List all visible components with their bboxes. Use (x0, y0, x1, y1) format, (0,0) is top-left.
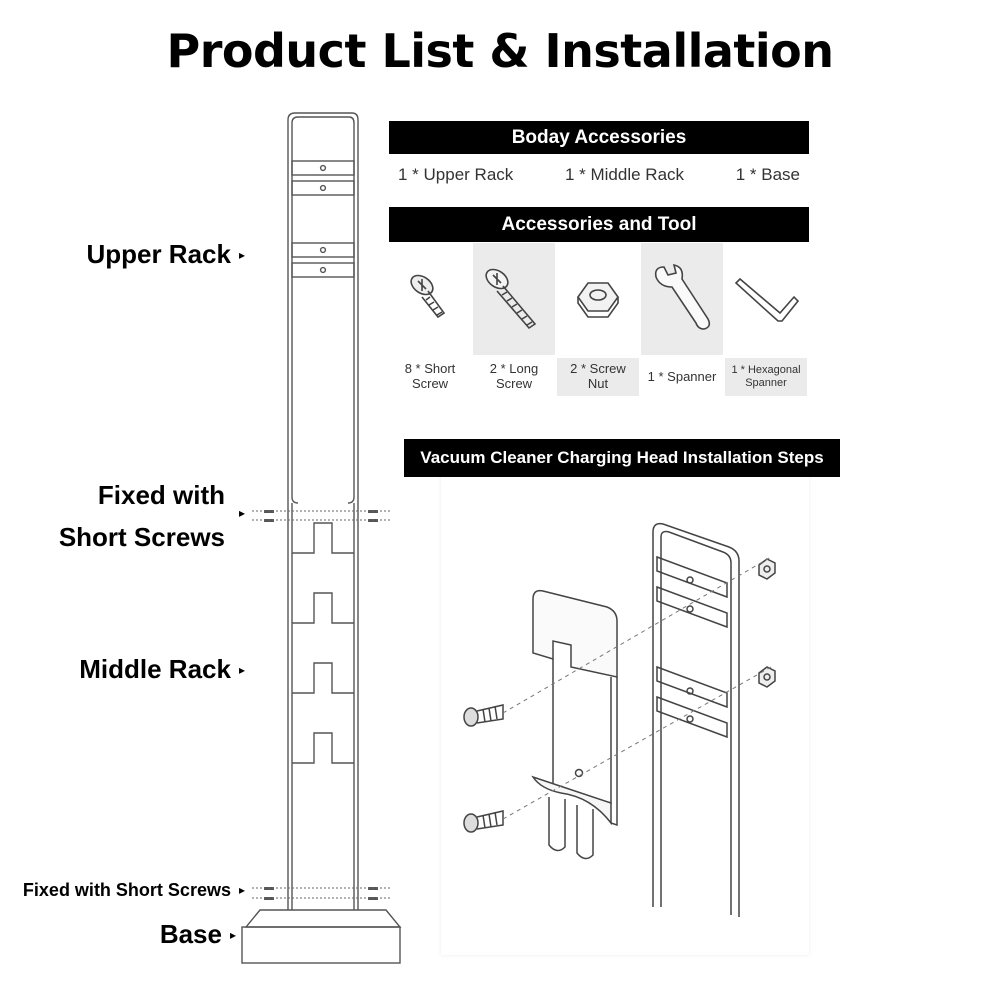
tool-cell-hexagonal-spanner (725, 243, 807, 355)
list-item: 1 * Upper Rack (398, 165, 514, 184)
arrow-icon: ▸ (238, 248, 245, 263)
page-title: Product List & Installation (166, 24, 835, 78)
spanner-icon (654, 263, 711, 330)
arrow-icon: ▸ (238, 883, 245, 898)
tool-cell-long-screw (473, 243, 555, 355)
label-fixed-short-screws-bottom: Fixed with Short Screws▸ (22, 880, 245, 900)
short-screw-icon (410, 274, 446, 319)
body-accessories-header: Boday Accessories (389, 121, 809, 154)
arrow-icon: ▸ (238, 506, 245, 520)
installation-diagram-panel (441, 477, 809, 955)
long-screw-icon (485, 268, 537, 330)
hexagonal-spanner-icon (734, 277, 800, 322)
label-base: Base▸ (159, 919, 236, 949)
tool-cell-screw-nut (557, 243, 639, 355)
tool-caption: 1 * Spanner (647, 368, 717, 384)
install-steps-header: Vacuum Cleaner Charging Head Installatio… (404, 439, 840, 477)
arrow-icon: ▸ (229, 928, 236, 943)
screw-nut-icon (577, 282, 619, 318)
accessories-tool-header: Accessories and Tool (389, 207, 809, 242)
installation-diagram (463, 522, 776, 917)
body-accessories-list: 1 * Upper Rack 1 * Middle Rack 1 * Base (390, 155, 808, 195)
arrow-icon: ▸ (238, 663, 245, 678)
tool-cell-short-screw (389, 243, 471, 355)
label-upper-rack: Upper Rack▸ (86, 239, 245, 269)
list-item: 1 * Base (735, 165, 800, 184)
list-item: 1 * Middle Rack (564, 165, 685, 184)
rack-illustration (241, 112, 402, 964)
label-middle-rack: Middle Rack▸ (79, 654, 245, 684)
tool-cell-spanner (641, 243, 723, 355)
label-fixed-short-screws-top: Fixed with . Short Screws ▸ (58, 480, 245, 552)
